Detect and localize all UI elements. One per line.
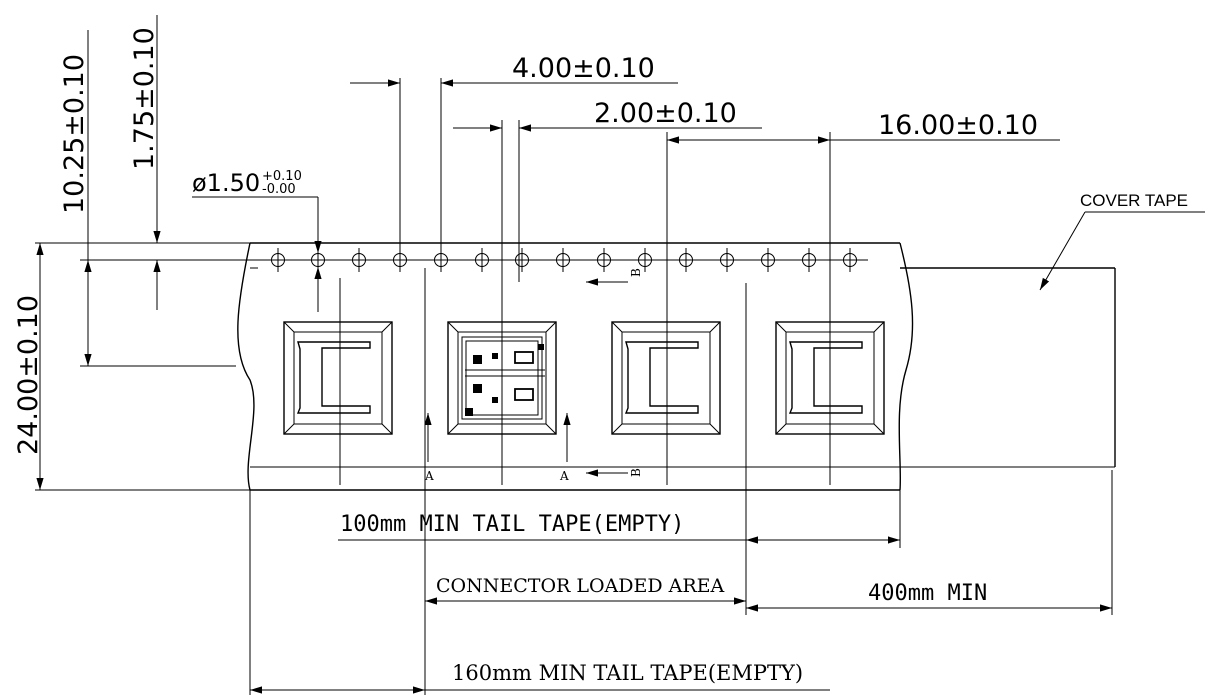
dim-left-refs (35, 242, 270, 491)
dim-loaded-area: CONNECTOR LOADED AREA (425, 575, 746, 605)
cover-tape: COVER TAPE (900, 191, 1205, 467)
hole-tol-plus: +0.10 (262, 169, 302, 184)
pitch-4-label: 4.00±0.10 (512, 53, 655, 84)
sprocket-holes (262, 248, 868, 272)
tail-100-label: 100mm MIN TAIL TAPE(EMPTY) (340, 512, 684, 537)
section-markers: A A B B (424, 268, 643, 483)
section-a-right: A (559, 469, 569, 483)
hole-tol-minus: -0.00 (262, 182, 296, 197)
pitch-16-label: 16.00±0.10 (878, 110, 1038, 141)
cover-tape-label: COVER TAPE (1080, 191, 1188, 210)
pocket-3 (611, 321, 721, 435)
tail-160-label: 160mm MIN TAIL TAPE(EMPTY) (452, 661, 803, 685)
dim-width-24: 24.00±0.10 (13, 243, 44, 490)
extension-lines (249, 78, 1113, 695)
section-b-bottom: B (629, 468, 643, 477)
offset-175-label: 1.75±0.10 (129, 27, 160, 170)
dim-hole-diameter: ø1.50 +0.10 -0.00 (192, 169, 322, 312)
loaded-area-label: CONNECTOR LOADED AREA (436, 575, 725, 597)
carrier-tape (237, 242, 1115, 491)
dim-pitch-4: 4.00±0.10 (350, 53, 678, 87)
dim-offset-175: 1.75±0.10 (129, 15, 161, 310)
pitch-2-label: 2.00±0.10 (594, 98, 737, 129)
dim-tail-100: 100mm MIN TAIL TAPE(EMPTY) (338, 512, 900, 544)
dim-pitch-16: 16.00±0.10 (667, 110, 1060, 144)
section-a-left: A (424, 469, 434, 483)
hole-dia-label: ø1.50 (192, 169, 260, 197)
width-24-label: 24.00±0.10 (13, 295, 44, 455)
section-b-top: B (629, 268, 643, 277)
dim-tail-160: 160mm MIN TAIL TAPE(EMPTY) (250, 661, 830, 694)
pocket-1 (283, 321, 393, 435)
offset-1025-label: 10.25±0.10 (59, 54, 90, 214)
min-400-label: 400mm MIN (868, 581, 987, 606)
dim-min-400: 400mm MIN (746, 581, 1112, 612)
dim-pitch-2: 2.00±0.10 (453, 98, 762, 132)
dim-offset-1025: 10.25±0.10 (59, 30, 92, 366)
